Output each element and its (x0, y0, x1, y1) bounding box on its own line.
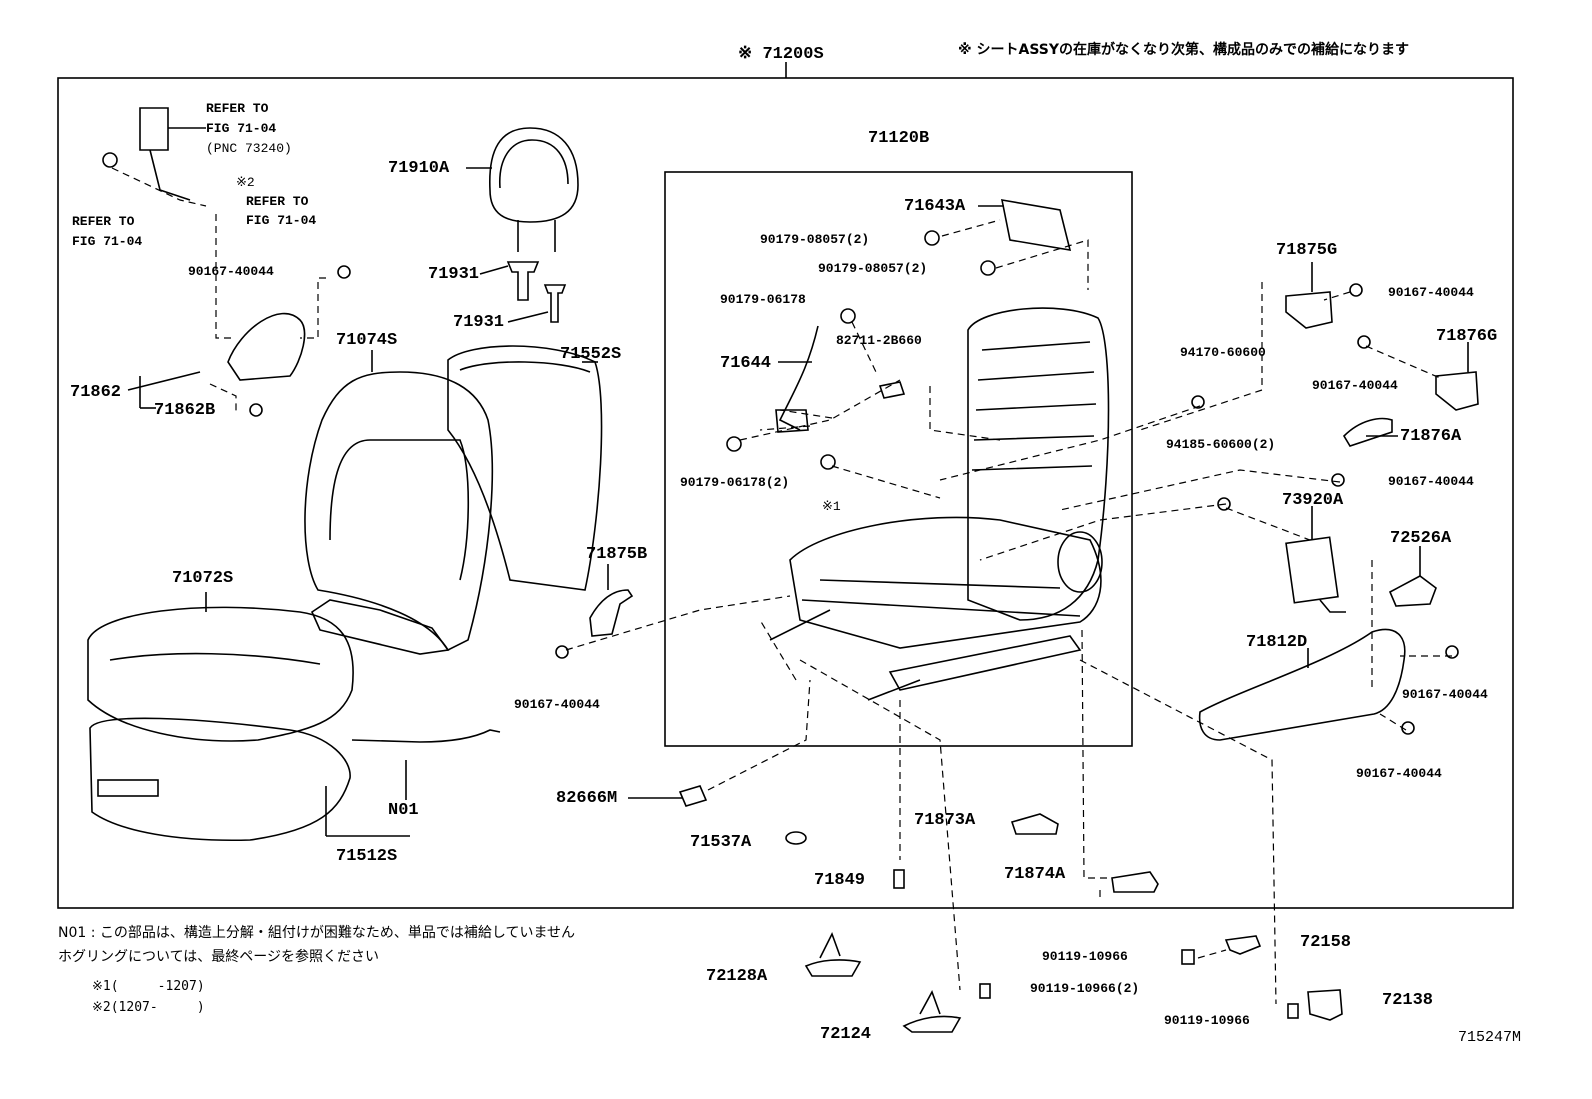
part-label-71876G[interactable]: 71876G (1436, 327, 1498, 346)
part-label-71862[interactable]: 71862 (70, 383, 122, 402)
part-label-71876A[interactable]: 71876A (1400, 427, 1462, 446)
mark-1-label: ※1 (822, 499, 841, 514)
part-label-71074S[interactable]: 71074S (336, 331, 398, 350)
bracket-72138-shape (1307, 989, 1343, 1021)
part-label-73920A[interactable]: 73920A (1282, 491, 1344, 510)
fastener-label-90167-40044-e[interactable]: 90167-40044 (1402, 687, 1488, 702)
fastener-label-90119-10966-c[interactable]: 90119-10966 (1164, 1013, 1250, 1028)
fastener-label-90167-40044-g[interactable]: 90167-40044 (514, 697, 600, 712)
seatback-pad-shape (447, 345, 603, 591)
fastener-label-90179-06178-2[interactable]: 90179-06178(2) (680, 475, 790, 490)
part-label-71931-lower[interactable]: 71931 (453, 313, 505, 332)
bracket-71876A-shape (1342, 417, 1393, 447)
cover-82666M-shape (678, 785, 708, 807)
seat-cushion-cover-shape (87, 606, 354, 742)
figure-id-label: 715247M (1458, 1029, 1522, 1046)
seat-cushion-pad-shape (89, 717, 351, 842)
refer-note-3-line1: REFER TO (72, 214, 135, 229)
part-label-71644[interactable]: 71644 (720, 354, 772, 373)
bracket-71874A-shape (1111, 871, 1159, 893)
bracket-72158-shape (1224, 935, 1262, 955)
assembly-code-label: ※ 71200S (738, 45, 824, 64)
fastener-label-90167-40044-a[interactable]: 90167-40044 (188, 264, 274, 279)
part-label-71862B[interactable]: 71862B (154, 401, 216, 420)
refer-note-3-line2: FIG 71-04 (72, 234, 143, 249)
fastener-label-90167-40044-d[interactable]: 90167-40044 (1388, 474, 1474, 489)
supply-note: ※ シートASSYの在庫がなくなり次第、構成品のみでの補給になります (958, 42, 1409, 58)
part-label-71512S[interactable]: 71512S (336, 847, 398, 866)
unit-73920A-shape (1285, 536, 1339, 604)
refer-note-2-line1: REFER TO (246, 194, 309, 209)
frame-subassembly-box (664, 171, 1133, 747)
fastener-label-90119-10966-b[interactable]: 90119-10966(2) (1030, 981, 1140, 996)
part-label-82666M[interactable]: 82666M (556, 789, 618, 808)
fastener-label-90167-40044-b[interactable]: 90167-40044 (1388, 285, 1474, 300)
fastener-label-90179-06178[interactable]: 90179-06178 (720, 292, 806, 307)
part-label-71643A[interactable]: 71643A (904, 197, 966, 216)
fastener-label-94185-60600[interactable]: 94185-60600(2) (1166, 437, 1276, 452)
mark-1-footnote: ※1( -1207) (92, 979, 205, 994)
refer-note-2-line2: FIG 71-04 (246, 213, 317, 228)
part-label-71875B[interactable]: 71875B (586, 545, 648, 564)
fastener-label-94170-60600[interactable]: 94170-60600 (1180, 345, 1266, 360)
mark-2-label: ※2 (236, 175, 255, 190)
refer-note-1-line3: (PNC 73240) (206, 141, 292, 156)
shield-71812D-shape (1198, 628, 1406, 741)
part-label-71537A[interactable]: 71537A (690, 833, 752, 852)
part-label-71120B[interactable]: 71120B (868, 129, 930, 148)
part-label-N01[interactable]: N01 (388, 801, 419, 820)
part-label-72158[interactable]: 72158 (1300, 933, 1352, 952)
mark-2-footnote: ※2(1207- ) (92, 1000, 205, 1015)
cover-72128A-shape (804, 959, 862, 977)
fastener-label-90179-08057-a[interactable]: 90179-08057(2) (760, 232, 870, 247)
seat-frame-shape (967, 307, 1110, 621)
refer-note-1-line2: FIG 71-04 (206, 121, 277, 136)
seatback-cover-shape (304, 371, 494, 652)
fastener-label-90167-40044-f[interactable]: 90167-40044 (1356, 766, 1442, 781)
fastener-label-82711-2B660[interactable]: 82711-2B660 (836, 333, 922, 348)
part-label-72526A[interactable]: 72526A (1390, 529, 1452, 548)
part-label-71873A[interactable]: 71873A (914, 811, 976, 830)
part-label-72138[interactable]: 72138 (1382, 991, 1434, 1010)
part-label-71552S[interactable]: 71552S (560, 345, 622, 364)
fastener-label-90119-10966-a[interactable]: 90119-10966 (1042, 949, 1128, 964)
part-label-71812D[interactable]: 71812D (1246, 633, 1308, 652)
cover-72124-shape (902, 1015, 962, 1033)
part-label-72124[interactable]: 72124 (820, 1025, 872, 1044)
bracket-71873A-shape (1010, 813, 1059, 835)
part-label-71910A[interactable]: 71910A (388, 159, 450, 178)
fastener-label-90179-08057-b[interactable]: 90179-08057(2) (818, 261, 928, 276)
refer-note-1-line1: REFER TO (206, 101, 269, 116)
hog-ring-footnote: ホグリングについては、最終ページを参照ください (58, 949, 380, 965)
part-label-71931-upper[interactable]: 71931 (428, 265, 480, 284)
part-label-72128A[interactable]: 72128A (706, 967, 768, 986)
knob-72526A-shape (1388, 575, 1437, 607)
part-label-71875G[interactable]: 71875G (1276, 241, 1338, 260)
cover-71875G-shape (1285, 291, 1333, 329)
headrest-shape (489, 127, 579, 223)
fastener-label-90167-40044-c[interactable]: 90167-40044 (1312, 378, 1398, 393)
part-label-71874A[interactable]: 71874A (1004, 865, 1066, 884)
part-label-71072S[interactable]: 71072S (172, 569, 234, 588)
n01-footnote: N01 : この部品は、構造上分解・組付けが困難なため、単品では補給していません (58, 925, 576, 941)
part-label-71849[interactable]: 71849 (814, 871, 866, 890)
cover-71876G-shape (1435, 371, 1479, 411)
